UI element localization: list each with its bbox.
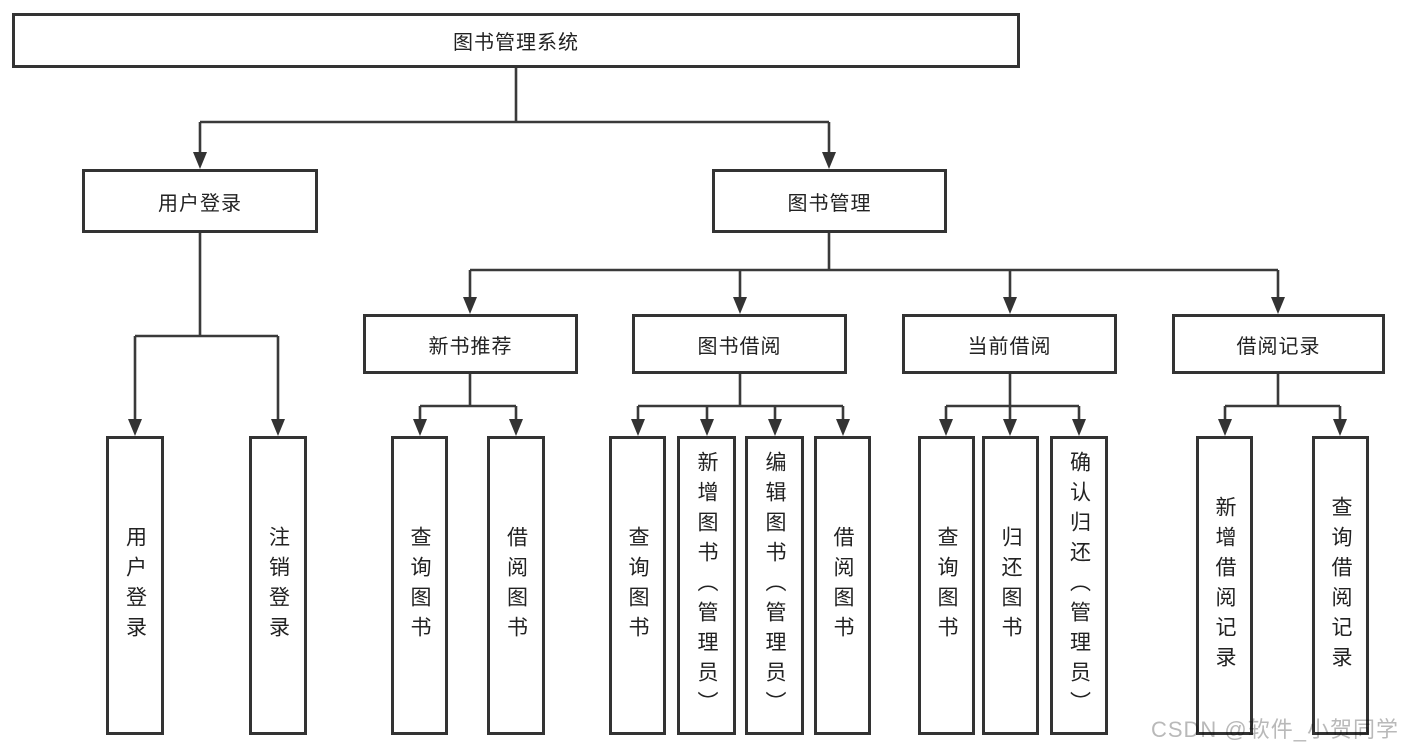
node-label: 借阅图书	[831, 525, 854, 646]
node-label: 图书管理系统	[453, 32, 579, 54]
node-label: 用户登录	[158, 192, 242, 215]
node-label: 归还图书	[999, 525, 1022, 646]
leaf-current-confirm-admin: 确认归还（管理员）	[1050, 436, 1108, 735]
leaf-record-query: 查询借阅记录	[1312, 436, 1369, 735]
node-current-borrow: 当前借阅	[902, 314, 1117, 374]
node-label: 注销登录	[266, 525, 290, 646]
leaf-borrow-book: 借阅图书	[814, 436, 871, 735]
node-library-system: 图书管理系统	[12, 13, 1020, 68]
node-borrow-record: 借阅记录	[1172, 314, 1385, 374]
node-label: 新书推荐	[428, 335, 513, 358]
node-book-management: 图书管理	[712, 169, 947, 233]
node-label: 图书借阅	[697, 335, 782, 358]
node-label: 查询图书	[935, 525, 958, 646]
node-book-borrow: 图书借阅	[632, 314, 847, 374]
node-label: 查询图书	[408, 525, 431, 646]
node-new-book-recommend: 新书推荐	[363, 314, 578, 374]
leaf-borrow-add-admin: 新增图书（管理员）	[677, 436, 736, 735]
node-label: 当前借阅	[967, 335, 1052, 358]
node-user-login: 用户登录	[82, 169, 318, 233]
node-label: 图书管理	[787, 192, 872, 215]
node-label: 查询图书	[626, 525, 649, 646]
node-label: 确认归还（管理员）	[1067, 450, 1091, 721]
node-label: 新增图书（管理员）	[695, 450, 718, 721]
leaf-record-add: 新增借阅记录	[1196, 436, 1253, 735]
node-label: 借阅记录	[1236, 335, 1321, 358]
node-label: 查询借阅记录	[1329, 495, 1352, 676]
node-label: 编辑图书（管理员）	[763, 450, 786, 721]
leaf-logout: 注销登录	[249, 436, 307, 735]
csdn-watermark: CSDN @软件_小贺同学	[1150, 717, 1399, 742]
node-label: 用户登录	[123, 525, 147, 646]
leaf-user-login: 用户登录	[106, 436, 164, 735]
leaf-newbook-query: 查询图书	[391, 436, 448, 735]
node-label: 借阅图书	[504, 525, 528, 646]
leaf-borrow-query: 查询图书	[609, 436, 666, 735]
leaf-current-query: 查询图书	[918, 436, 975, 735]
leaf-newbook-borrow: 借阅图书	[487, 436, 545, 735]
leaf-borrow-edit-admin: 编辑图书（管理员）	[745, 436, 804, 735]
node-label: 新增借阅记录	[1213, 495, 1236, 676]
leaf-current-return: 归还图书	[982, 436, 1039, 735]
